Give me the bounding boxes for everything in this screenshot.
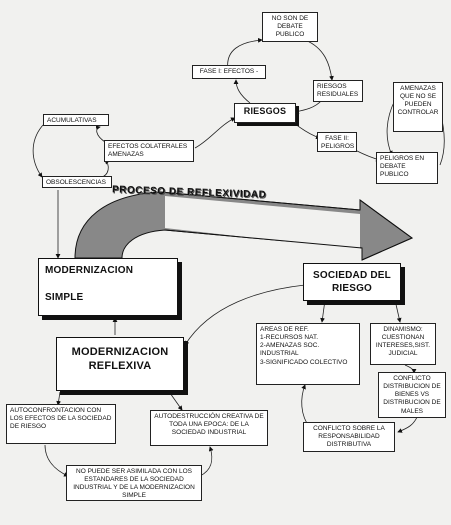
node-sociedad-riesgo: SOCIEDAD DEL RIESGO [303, 263, 401, 301]
arrow-sociedad-to-areas [320, 299, 326, 323]
node-no-puede-asimilada: NO PUEDE SER ASIMILADA CON LOS ESTANDARE… [66, 465, 202, 501]
arrow-modreflexiva-to-autoconf [56, 391, 61, 406]
node-conflicto-distribucion: CONFLICTO DISTRIBUCION DE BIENES VS DIST… [378, 372, 446, 418]
node-conflicto-responsabilidad: CONFLICTO SOBRE LA RESPONSABILIDAD DISTR… [303, 422, 395, 452]
node-modernizacion-simple-line2: SIMPLE [45, 291, 84, 303]
node-modernizacion-reflexiva: MODERNIZACION REFLEXIVA [56, 337, 184, 391]
node-no-son-debate: NO SON DE DEBATE PUBLICO [262, 12, 318, 42]
arrow-acumulativas-to-obsolescencias [32, 124, 44, 178]
arrow-efectos-to-acumulativas [95, 125, 106, 143]
node-fase1: FASE I: EFECTOS - [192, 65, 266, 79]
node-areas-ref: AREAS DE REF. 1-RECURSOS NAT. 2-AMENAZAS… [256, 323, 360, 385]
node-modernizacion-simple-line1: MODERNIZACION [45, 265, 134, 276]
node-efectos-colaterales: EFECTOS COLATERALES AMENAZAS [104, 140, 194, 162]
node-riesgos: RIESGOS [234, 103, 296, 123]
node-peligros-debate: PELIGROS EN DEBATE PUBLICO [376, 152, 438, 184]
node-dinamismo: DINAMISMO: CUESTIONAN INTERESES,SIST. JU… [370, 323, 436, 365]
node-obsolescencias: OBSOLESCENCIAS [42, 176, 112, 188]
node-riesgos-residuales: RIESGOS RESIDUALES [313, 80, 363, 102]
arrow-nopuede-to-autodestr [199, 446, 214, 477]
node-autodestruccion: AUTODESTRUCCIÓN CREATIVA DE TODA UNA EPO… [150, 410, 268, 446]
node-amenazas-no-controlar: AMENAZAS QUE NO SE PUEDEN CONTROLAR [393, 82, 443, 132]
node-acumulativas: ACUMULATIVAS [43, 114, 109, 126]
arrow-amenazas-to-peligros [386, 99, 396, 156]
node-fase2: FASE II: PELIGROS [317, 132, 357, 152]
arrow-autoconf-to-nopuede [44, 444, 69, 477]
arrow-sociedad-to-dinamismo [394, 299, 402, 323]
arrow-riesgos-to-fase1 [233, 79, 251, 104]
node-autoconfrontacion: AUTOCONFRONTACION CON LOS EFECTOS DE LA … [6, 404, 116, 444]
arrow-efectos-to-riesgos [194, 117, 236, 149]
arrow-modreflexiva-to-autodestr [169, 392, 183, 411]
node-modernizacion-simple: MODERNIZACION SIMPLE [38, 258, 178, 316]
arrow-sociedad-to-modreflexiva [184, 284, 306, 346]
arrow-nodebate-to-residuales [304, 39, 334, 81]
